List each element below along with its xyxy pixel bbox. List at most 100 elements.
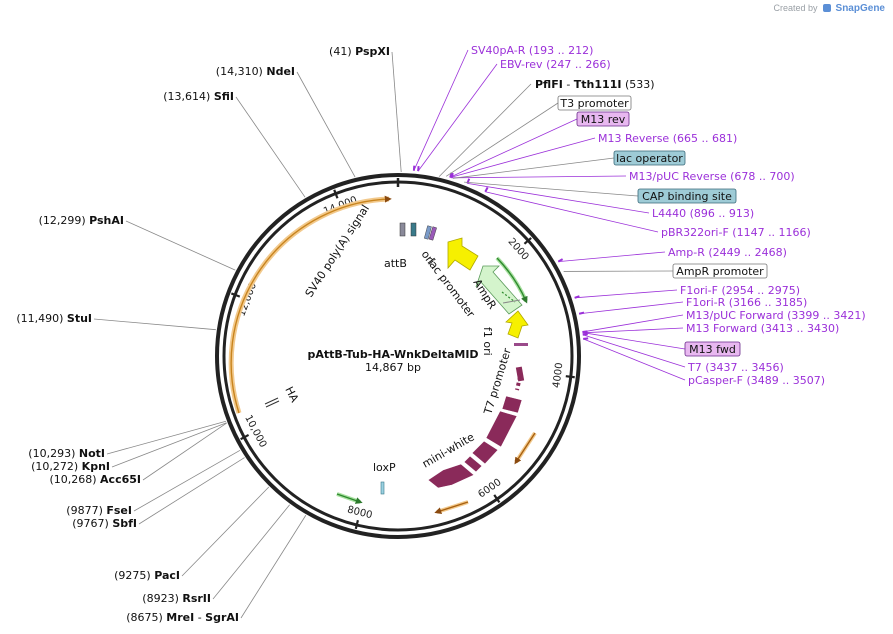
feature-ampr-tick xyxy=(502,299,521,304)
feature-mini-white-seg-1[interactable] xyxy=(501,395,523,414)
label-sv40-polya[interactable]: SV40 poly(A) signal xyxy=(303,202,372,299)
feature-f1ori-arrow[interactable] xyxy=(505,310,529,339)
boxed-feature-2[interactable]: lac operator xyxy=(613,150,686,166)
enzyme-name: SfiI xyxy=(214,90,234,103)
enzyme-line-4 xyxy=(93,318,216,331)
primer-9[interactable]: M13/pUC Forward (3399 .. 3421) xyxy=(686,309,866,322)
enzyme-rsrii[interactable]: (8923) RsrII xyxy=(142,592,211,605)
credit-prefix: Created by xyxy=(773,3,818,13)
boxed-feature-frame xyxy=(576,111,630,127)
primer-name: M13 Reverse xyxy=(598,132,673,145)
enzyme-site-number: (10,272) xyxy=(31,460,82,473)
enzyme-pshai[interactable]: (12,299) PshAI xyxy=(39,214,124,227)
primer-label-text: EBV-rev (247 .. 266) xyxy=(500,58,611,71)
primer-6[interactable]: Amp-R (2449 .. 2468) xyxy=(668,246,787,259)
feature-mini-white-seg-2[interactable] xyxy=(485,410,518,448)
feature-box-lac-1[interactable] xyxy=(424,225,432,240)
label-ha[interactable]: HA xyxy=(282,384,301,404)
feature-labels: SV40 poly(A) signal attB ori lac promote… xyxy=(282,202,514,474)
plasmid-name: pAttB-Tub-HA-WnkDeltaMID xyxy=(307,348,478,361)
enzyme-stui[interactable]: (11,490) StuI xyxy=(16,312,92,325)
primer-name: EBV-rev xyxy=(500,58,546,71)
enzyme-paci[interactable]: (9275) PacI xyxy=(114,569,180,582)
enzyme-line-10 xyxy=(181,486,270,577)
feature-t7-box[interactable] xyxy=(515,366,525,382)
primer-name: pBR322ori-F xyxy=(661,226,732,239)
boxed-feature-name: lac operator xyxy=(616,152,683,165)
feature-box-lac-2[interactable] xyxy=(428,226,437,241)
boxed-feature-5[interactable]: M13 fwd xyxy=(684,341,741,357)
primer-5[interactable]: pBR322ori-F (1147 .. 1166) xyxy=(661,226,811,239)
tick-mark-5 xyxy=(230,292,241,298)
feature-loxp-mark[interactable] xyxy=(380,481,385,495)
boxed-feature-frame xyxy=(613,150,686,166)
tick-label-1: 4000 xyxy=(551,362,565,389)
primer-4[interactable]: L4440 (896 .. 913) xyxy=(652,207,754,220)
primer-0[interactable]: SV40pA-R (193 .. 212) xyxy=(471,44,593,57)
feature-box-sv40-1[interactable] xyxy=(399,222,406,237)
credit-badge: Created by SnapGene xyxy=(773,3,885,14)
primer-name: M13 Forward xyxy=(686,322,761,335)
label-f1ori[interactable]: f1 ori xyxy=(481,327,494,356)
enzyme-label-text: (14,310) NdeI xyxy=(216,65,295,78)
feature-small-bar[interactable] xyxy=(514,343,528,346)
enzyme-sfii[interactable]: (13,614) SfiI xyxy=(163,90,234,103)
label-attb[interactable]: attB xyxy=(384,257,407,270)
enzyme-separator: - xyxy=(194,611,205,624)
boxed-feature-4[interactable]: AmpR promoter xyxy=(672,263,768,279)
primer-line-7 xyxy=(574,289,678,299)
feature-mini-white-seg-4[interactable] xyxy=(463,455,483,473)
primer-7[interactable]: F1ori-F (2954 .. 2975) xyxy=(680,284,800,297)
enzyme-name: NotI xyxy=(79,447,105,460)
primer-name: SV40pA-R xyxy=(471,44,529,57)
primer-line-10 xyxy=(582,327,684,334)
boxed-feature-3[interactable]: CAP binding site xyxy=(637,188,737,204)
enzyme-acc65i[interactable]: (10,268) Acc65I xyxy=(49,473,141,486)
feature-ori-arrow[interactable] xyxy=(447,237,479,271)
feature-box-sv40-2[interactable] xyxy=(410,222,417,237)
primer-12[interactable]: pCasper-F (3489 .. 3507) xyxy=(688,374,825,387)
primer-range: (2449 .. 2468) xyxy=(708,246,787,259)
enzyme-sbfi[interactable]: (9767) SbfI xyxy=(72,517,137,530)
enzyme-label-text: (9877) FseI xyxy=(66,504,132,517)
tick-mark-0 xyxy=(523,237,532,245)
primer-3[interactable]: M13/pUC Reverse (678 .. 700) xyxy=(629,170,795,183)
enzyme-site-number: (13,614) xyxy=(163,90,214,103)
enzyme-name: PflFI xyxy=(535,78,563,91)
label-loxp[interactable]: loxP xyxy=(373,461,396,474)
enzyme-line-12 xyxy=(240,515,307,619)
enzyme-pflfi[interactable]: PflFI - Tth111I (533) xyxy=(535,78,655,91)
primer-range: (247 .. 266) xyxy=(546,58,611,71)
primer-11[interactable]: T7 (3437 .. 3456) xyxy=(687,361,784,374)
feature-mini-white-arrowhead[interactable] xyxy=(427,463,475,489)
enzyme-pspxi[interactable]: (41) PspXI xyxy=(329,45,390,58)
enzyme-name: PacI xyxy=(154,569,180,582)
enzyme-mrei[interactable]: (8675) MreI - SgrAI xyxy=(126,611,239,624)
primer-1[interactable]: EBV-rev (247 .. 266) xyxy=(500,58,611,71)
primer-8[interactable]: F1ori-R (3166 .. 3185) xyxy=(686,296,807,309)
feature-arc-green-right-core xyxy=(496,257,528,304)
feature-ha-mark-2 xyxy=(265,400,280,408)
enzyme-noti[interactable]: (10,293) NotI xyxy=(28,447,105,460)
enzyme-line-6 xyxy=(111,422,227,468)
enzyme-name: MreI xyxy=(166,611,194,624)
feature-mini-white-seg-3[interactable] xyxy=(471,440,499,465)
enzyme-name-2: SgrAI xyxy=(205,611,239,624)
enzyme-ndei[interactable]: (14,310) NdeI xyxy=(216,65,295,78)
plasmid-size: 14,867 bp xyxy=(365,361,421,374)
primer-line-9 xyxy=(582,314,684,333)
primer-range: (3166 .. 3185) xyxy=(729,296,808,309)
feature-arc-long-orange[interactable] xyxy=(228,196,390,414)
box-line-2 xyxy=(452,157,615,179)
enzyme-fsei[interactable]: (9877) FseI xyxy=(66,504,132,517)
enzyme-kpni[interactable]: (10,272) KpnI xyxy=(31,460,110,473)
boxed-feature-1[interactable]: M13 rev xyxy=(576,111,630,127)
primer-10[interactable]: M13 Forward (3413 .. 3430) xyxy=(686,322,839,335)
boxed-feature-0[interactable]: T3 promoter xyxy=(557,95,632,111)
primer-site-mark-11 xyxy=(582,333,588,336)
primer-labels: SV40pA-R (193 .. 212)EBV-rev (247 .. 266… xyxy=(471,44,866,387)
feature-arrow-orange-1-core xyxy=(514,432,536,465)
enzyme-name: NdeI xyxy=(266,65,295,78)
enzyme-label-text: (10,272) KpnI xyxy=(31,460,110,473)
primer-2[interactable]: M13 Reverse (665 .. 681) xyxy=(598,132,737,145)
